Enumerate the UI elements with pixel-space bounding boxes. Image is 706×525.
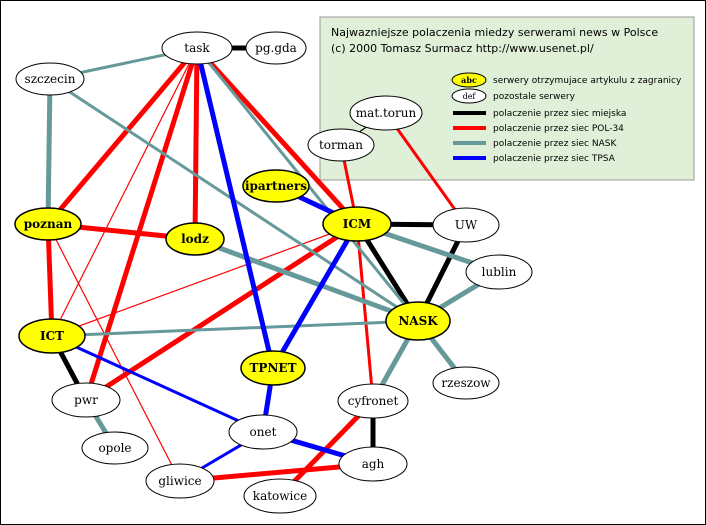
node-task-shape: [161, 31, 233, 65]
node-mattorun-label: mat.torun: [356, 106, 417, 120]
node-tpnet-shape: [240, 350, 306, 386]
node-task: task: [161, 31, 233, 65]
edge-icm-cyfronet: [355, 223, 375, 402]
edge-szczecin-poznan: [45, 78, 53, 225]
node-mattorun: mat.torun: [349, 95, 423, 131]
node-poznan: poznan: [14, 207, 82, 241]
node-uw: UW: [432, 207, 500, 243]
node-pggda-shape: [245, 31, 307, 65]
node-opole: opole: [81, 431, 149, 465]
node-agh-label: agh: [362, 457, 385, 471]
legend-other-label: pozostale serwery: [493, 92, 576, 102]
node-onet-shape: [228, 414, 298, 450]
legend: Najwazniejsze polaczenia miedzy serweram…: [319, 16, 695, 181]
node-agh: agh: [338, 446, 408, 482]
node-lublin: lublin: [465, 254, 533, 290]
node-ipartners: ipartners: [242, 169, 310, 203]
edge-icm-tpnet: [270, 222, 360, 370]
node-uw-shape: [432, 207, 500, 243]
edge-lodz-nask: [194, 236, 419, 324]
node-icm-shape: [322, 206, 392, 242]
node-lublin-label: lublin: [482, 265, 517, 279]
node-pggda-label: pg.gda: [255, 41, 297, 55]
node-rzeszow-shape: [432, 366, 500, 400]
edge-ict-nask: [51, 319, 419, 338]
edge-task-pwr: [83, 47, 200, 401]
legend-line-miejska-label: polaczenie przez siec miejska: [493, 109, 626, 119]
node-gliwice: gliwice: [145, 463, 215, 499]
node-onet-label: onet: [250, 425, 277, 439]
node-icm: ICM: [322, 206, 392, 242]
node-ict: ICT: [18, 318, 86, 354]
node-task-label: task: [184, 41, 210, 55]
edge-mattorun-uw: [384, 112, 468, 226]
legend-line-pol34-label: polaczenie przez siec POL-34: [493, 124, 624, 134]
node-tpnet-label: TPNET: [250, 361, 297, 375]
node-pggda: pg.gda: [245, 31, 307, 65]
node-opole-label: opole: [98, 441, 131, 455]
edge-task-lodz: [192, 47, 200, 240]
nodes-layer: task pg.gda szczecin mat.torun torman ipartne…: [14, 31, 533, 514]
node-mattorun-shape: [349, 95, 423, 131]
edge-task-tpnet: [194, 47, 276, 369]
node-ict-label: ICT: [40, 329, 64, 343]
node-gliwice-label: gliwice: [158, 474, 201, 488]
legend-highlight-label: serwery otrzymujace artykulu z zagranicy: [493, 76, 682, 86]
node-pwr-shape: [51, 382, 121, 418]
node-poznan-label: poznan: [24, 217, 73, 231]
node-szczecin-shape: [15, 62, 85, 96]
node-cyfronet-label: cyfronet: [348, 394, 399, 408]
node-katowice-shape: [243, 478, 317, 514]
node-rzeszow-label: rzeszow: [441, 376, 491, 390]
edge-icm-ict: [51, 223, 358, 337]
edge-task-poznan: [46, 46, 199, 226]
edge-task-ict: [51, 47, 198, 337]
node-ict-shape: [18, 318, 86, 354]
node-lublin-shape: [465, 254, 533, 290]
node-nask: NASK: [385, 301, 451, 341]
legend-copyright: (c) 2000 Tomasz Surmacz http://www.usene…: [331, 42, 594, 55]
legend-title: Najwazniejsze polaczenia miedzy serweram…: [331, 26, 658, 39]
legend-highlight-sample-text: abc: [461, 75, 477, 85]
edge-poznan-gliwice: [47, 223, 181, 482]
node-ipartners-label: ipartners: [245, 179, 307, 193]
node-nask-shape: [385, 301, 451, 341]
edge-poznan-ict: [45, 223, 55, 337]
node-opole-shape: [81, 431, 149, 465]
node-icm-label: ICM: [343, 217, 371, 231]
legend-highlight-sample: [451, 72, 487, 88]
node-pwr-label: pwr: [74, 393, 98, 407]
node-cyfronet-shape: [337, 383, 409, 419]
node-ipartners-shape: [242, 169, 310, 203]
node-torman-shape: [307, 128, 375, 162]
node-lodz-shape: [165, 222, 225, 256]
node-agh-shape: [338, 446, 408, 482]
node-uw-label: UW: [455, 218, 478, 232]
legend-line-nask-label: polaczenie przez siec NASK: [493, 139, 617, 149]
node-torman: torman: [307, 128, 375, 162]
edge-ict-onet: [51, 334, 264, 434]
node-katowice-label: katowice: [253, 489, 307, 503]
node-lodz: lodz: [165, 222, 225, 256]
node-onet: onet: [228, 414, 298, 450]
edge-task-icm: [195, 46, 359, 226]
legend-line-tpsa-label: polaczenie przez siec TPSA: [493, 154, 616, 164]
node-pwr: pwr: [51, 382, 121, 418]
legend-other-sample-text: def: [463, 92, 477, 101]
node-lodz-label: lodz: [181, 232, 209, 246]
node-szczecin-label: szczecin: [25, 72, 76, 86]
node-cyfronet: cyfronet: [337, 383, 409, 419]
node-szczecin: szczecin: [15, 62, 85, 96]
legend-other-sample: [451, 88, 487, 104]
node-rzeszow: rzeszow: [432, 366, 500, 400]
node-nask-label: NASK: [398, 314, 438, 328]
node-torman-label: torman: [319, 138, 363, 152]
node-tpnet: TPNET: [240, 350, 306, 386]
node-poznan-shape: [14, 207, 82, 241]
node-gliwice-shape: [145, 463, 215, 499]
node-katowice: katowice: [243, 478, 317, 514]
